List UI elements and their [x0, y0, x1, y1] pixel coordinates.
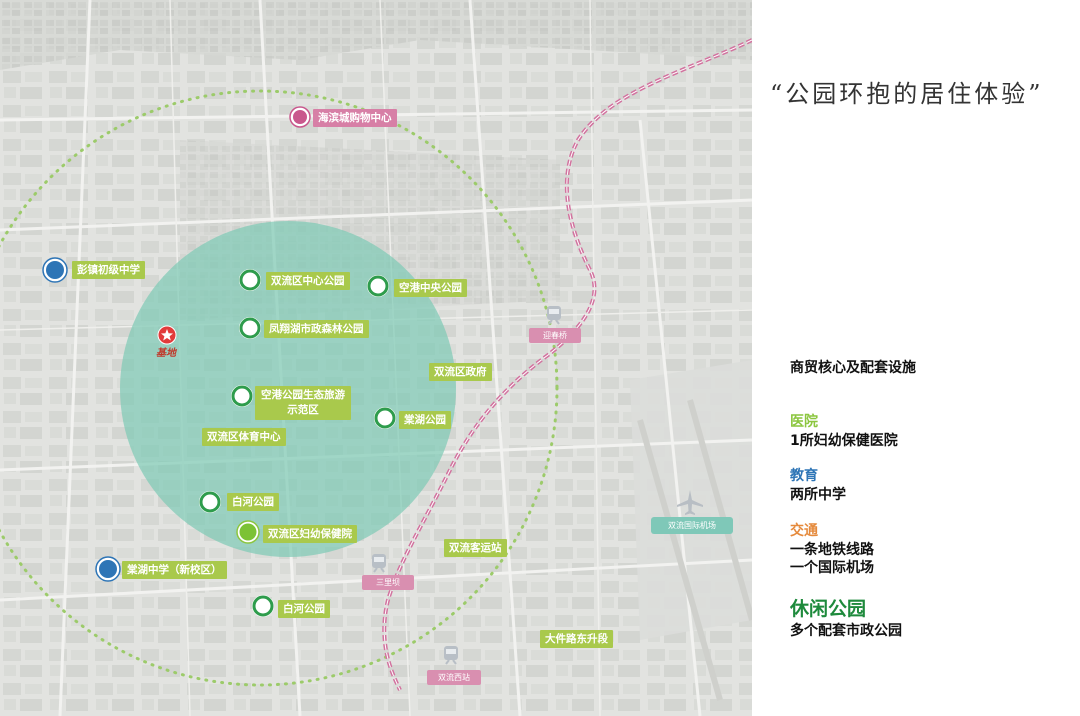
mall-marker[interactable]: [289, 106, 311, 132]
legend-desc: 一个国际机场: [790, 560, 874, 576]
park-label: 白河公园: [278, 600, 330, 618]
park-label: 空港中央公园: [394, 279, 467, 297]
park-label: 双流区中心公园: [266, 272, 350, 290]
school-label: 彭镇初级中学: [72, 261, 145, 279]
airport-marker[interactable]: [675, 488, 705, 520]
station-label: 迎春桥: [529, 328, 581, 343]
park-marker[interactable]: [251, 594, 275, 622]
train-icon: [444, 646, 458, 665]
airplane-icon: [677, 490, 703, 515]
park-label: 棠湖公园: [399, 411, 451, 429]
train-icon: [547, 306, 561, 325]
park-ring-icon: [374, 407, 396, 429]
site-marker[interactable]: [157, 325, 177, 349]
road-label: 大件路东升段: [540, 630, 613, 648]
train-icon: [372, 554, 386, 573]
airport-label: 双流国际机场: [651, 517, 733, 534]
school-marker[interactable]: [42, 257, 68, 287]
school-label: 棠湖中学（新校区）: [122, 561, 227, 579]
park-ring-icon: [199, 491, 221, 513]
park-label: 凤翔湖市政森林公园: [264, 320, 369, 338]
park-label: 白河公园: [227, 493, 279, 511]
legend-desc: 一条地铁线路: [790, 542, 874, 558]
park-ring-icon: [231, 385, 253, 407]
legend-panel: “公园环抱的居住体验” 商贸核心及配套设施 医院 1所妇幼保健医院 教育 两所中…: [752, 0, 1080, 716]
legend-desc: 两所中学: [790, 487, 846, 503]
station-label: 双流西站: [427, 670, 481, 685]
map-area: 海滨城购物中心 彭镇初级中学 双流区中心公园 空港中央公园 凤翔湖市政森林公园 …: [0, 0, 752, 716]
legend-category-transport: 交通: [790, 523, 818, 539]
legend-heading: 商贸核心及配套设施: [790, 360, 916, 376]
hospital-marker[interactable]: [236, 520, 260, 548]
pink-circle-icon: [289, 106, 311, 128]
mall-label: 海滨城购物中心: [313, 109, 397, 127]
park-marker[interactable]: [366, 274, 390, 302]
park-ring-icon: [239, 269, 261, 291]
park-ring-icon: [239, 317, 261, 339]
park-ring-icon: [252, 595, 274, 617]
blue-circle-icon: [95, 556, 121, 582]
legend-desc: 1所妇幼保健医院: [790, 433, 898, 449]
station-label: 三里坝: [362, 575, 414, 590]
map-background: [0, 0, 752, 716]
legend-desc: 多个配套市政公园: [790, 623, 902, 639]
hospital-label: 双流区妇幼保健院: [263, 525, 357, 543]
park-marker[interactable]: [198, 490, 222, 518]
green-circle-icon: [236, 520, 260, 544]
legend-category-education: 教育: [790, 468, 818, 484]
park-label: 空港公园生态旅游示范区: [255, 386, 351, 420]
legend-category-parks: 休闲公园: [790, 598, 867, 620]
blue-circle-icon: [42, 257, 68, 283]
bus-station-label: 双流客运站: [444, 539, 507, 557]
metro-station-marker[interactable]: [442, 645, 460, 669]
metro-station-marker[interactable]: [370, 553, 388, 577]
site-label: 基地: [156, 348, 176, 359]
park-ring-icon: [367, 275, 389, 297]
metro-station-marker[interactable]: [545, 305, 563, 329]
park-marker[interactable]: [238, 268, 262, 296]
park-marker[interactable]: [238, 316, 262, 344]
legend-category-hospital: 医院: [790, 414, 818, 430]
park-marker[interactable]: [230, 384, 254, 412]
sports-label: 双流区体育中心: [202, 428, 286, 446]
school-marker[interactable]: [95, 556, 121, 586]
page-title: “公园环抱的居住体验”: [770, 80, 1044, 108]
star-icon: [157, 325, 177, 345]
park-marker[interactable]: [373, 406, 397, 434]
gov-label: 双流区政府: [429, 363, 492, 381]
